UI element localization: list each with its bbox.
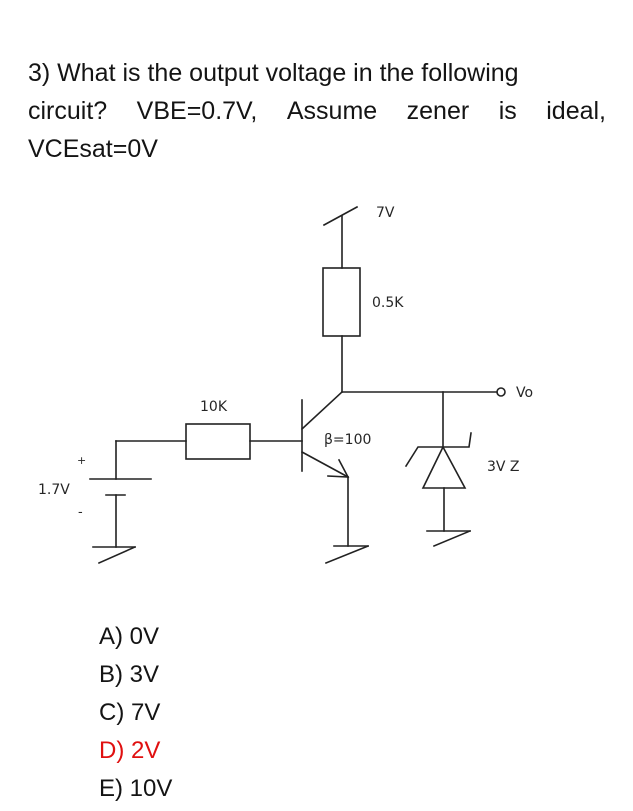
battery-plus-label: + bbox=[77, 454, 86, 467]
question-word: VBE=0.7V, bbox=[136, 97, 258, 125]
transistor-collector bbox=[300, 390, 344, 431]
ground bbox=[324, 544, 370, 565]
base-resistor-label: 10K bbox=[200, 399, 228, 415]
base-resistor bbox=[185, 423, 251, 460]
beta-label: β=100 bbox=[324, 432, 371, 448]
option-d-correct[interactable]: D) 2V bbox=[99, 737, 161, 764]
question-word: Assume bbox=[286, 97, 378, 125]
option-a[interactable]: A) 0V bbox=[99, 623, 160, 650]
question-word: circuit? bbox=[28, 97, 108, 125]
question-word: zener bbox=[406, 97, 470, 125]
option-e[interactable]: E) 10V bbox=[99, 775, 173, 802]
zener-triangle bbox=[421, 445, 467, 489]
question-line-2: circuit? VBE=0.7V, Assume zener is ideal… bbox=[28, 92, 606, 130]
question-line-3: VCEsat=0V bbox=[28, 135, 158, 163]
zener-bar bbox=[404, 432, 472, 468]
question-line-1: 3) What is the output voltage in the fol… bbox=[28, 59, 519, 87]
question-word: is bbox=[498, 97, 517, 125]
question-text: 3) What is the output voltage in the fol… bbox=[28, 54, 606, 168]
supply-voltage-label: 7V bbox=[376, 205, 395, 221]
zener-label: 3V Z bbox=[487, 459, 520, 475]
output-label: Vo bbox=[516, 385, 533, 401]
answer-options: A) 0V B) 3V C) 7V D) 2V E) 10V bbox=[99, 618, 172, 808]
option-c[interactable]: C) 7V bbox=[99, 699, 161, 726]
transistor-emitter bbox=[300, 450, 350, 479]
ground bbox=[432, 529, 472, 548]
option-b[interactable]: B) 3V bbox=[99, 661, 160, 688]
collector-resistor bbox=[322, 267, 361, 337]
battery-minus-label: - bbox=[78, 505, 83, 520]
question-word: ideal, bbox=[546, 97, 606, 125]
collector-resistor-label: 0.5K bbox=[372, 295, 404, 311]
battery-voltage-label: 1.7V bbox=[38, 482, 70, 498]
ground bbox=[97, 545, 137, 565]
output-terminal[interactable] bbox=[496, 387, 506, 397]
supply-terminal bbox=[322, 205, 359, 227]
